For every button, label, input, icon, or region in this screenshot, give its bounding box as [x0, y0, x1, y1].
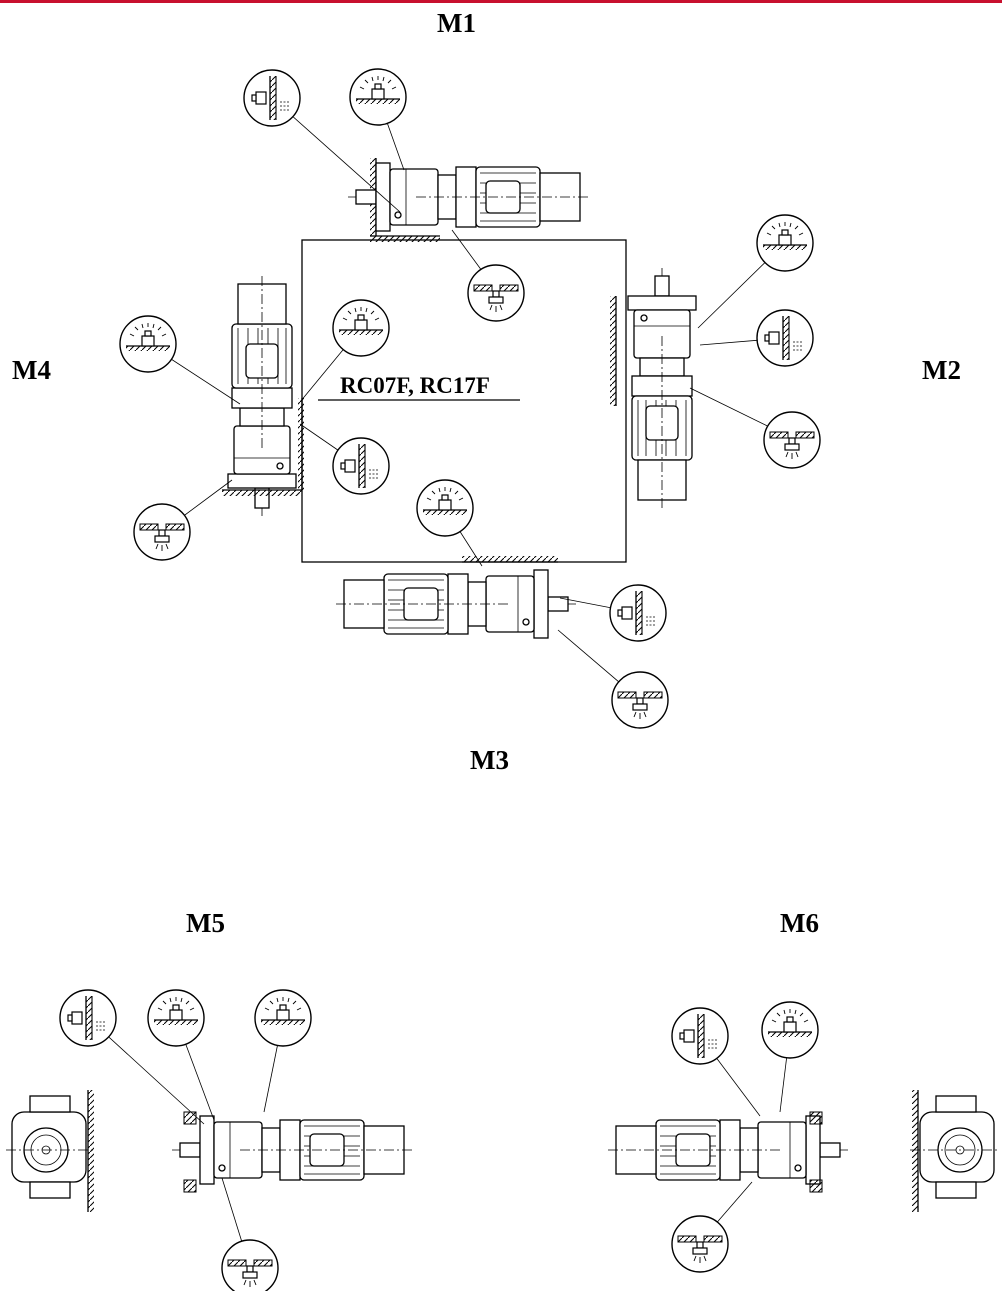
- oil-level-plug-icon: [671, 1007, 729, 1065]
- vent-plug-icon: [119, 315, 177, 373]
- label-m4: M4: [12, 355, 51, 385]
- vent-plug-icon: [756, 214, 814, 272]
- oil-drain-plug-icon: [763, 411, 821, 469]
- model-designation: RC07F, RC17F: [340, 373, 490, 398]
- vent-plug-icon: [332, 299, 390, 357]
- label-m3: M3: [470, 745, 509, 775]
- oil-drain-plug-icon: [611, 671, 669, 729]
- oil-drain-plug-icon: [671, 1215, 729, 1273]
- oil-level-plug-icon: [243, 69, 301, 127]
- vent-plug-icon: [761, 1001, 819, 1059]
- gearmotor-m5-end-view: [6, 1090, 96, 1212]
- oil-drain-plug-icon: [133, 503, 191, 561]
- oil-drain-plug-icon: [221, 1239, 279, 1291]
- oil-drain-plug-icon: [467, 264, 525, 322]
- gearmotor-m6-end-view: [910, 1090, 1000, 1212]
- oil-level-plug-icon: [59, 989, 117, 1047]
- oil-level-plug-icon: [756, 309, 814, 367]
- gearmotor-m5: [171, 1111, 413, 1193]
- top-accent-bar: [0, 0, 1002, 3]
- vent-plug-icon: [147, 989, 205, 1047]
- oil-level-plug-icon: [609, 584, 667, 642]
- vent-plug-icon: [349, 68, 407, 126]
- label-m5: M5: [186, 908, 225, 938]
- gearmotor-m1: [347, 158, 589, 242]
- oil-level-plug-icon: [332, 437, 390, 495]
- label-m6: M6: [780, 908, 819, 938]
- vent-plug-icon: [254, 989, 312, 1047]
- vent-plug-icon: [416, 479, 474, 537]
- gearmotor-m6: [607, 1115, 849, 1185]
- gearmotor-m2: [627, 267, 697, 509]
- label-m2: M2: [922, 355, 961, 385]
- label-m1: M1: [437, 8, 476, 38]
- gearmotor-m4: [227, 275, 297, 517]
- gearmotor-m3: [335, 569, 577, 639]
